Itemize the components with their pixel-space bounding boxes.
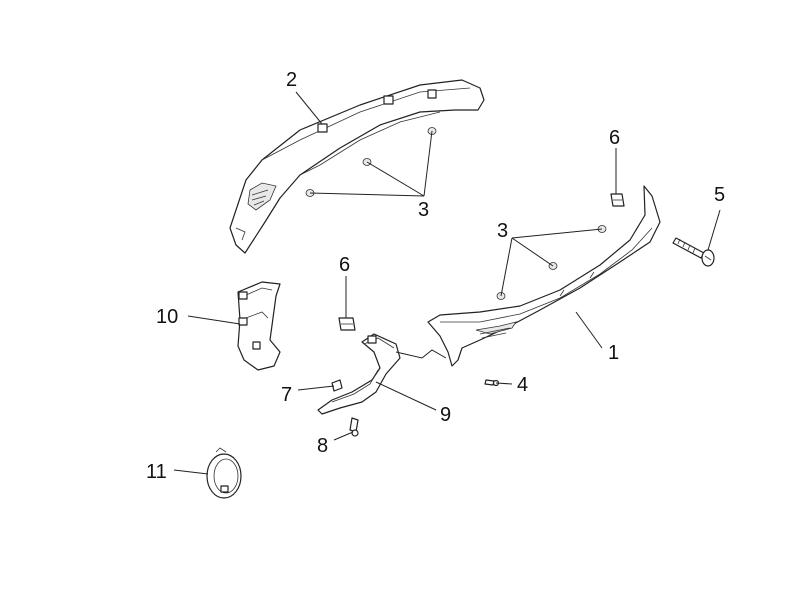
callout-9: 9 xyxy=(440,404,451,426)
part-7-clip xyxy=(331,379,343,392)
leader-lines xyxy=(173,91,721,475)
callout-6-center: 6 xyxy=(339,254,350,276)
part-3-right-nuts xyxy=(496,225,607,300)
callout-5: 5 xyxy=(714,184,725,206)
part-6-center-clip xyxy=(338,317,356,331)
callout-11: 11 xyxy=(146,461,167,483)
callout-6-right: 6 xyxy=(609,127,620,149)
part-4-small-screw xyxy=(484,379,500,387)
part-5-screw xyxy=(672,237,715,267)
callout-3-upper: 3 xyxy=(418,199,429,221)
part-8-screw xyxy=(349,417,359,437)
callout-7: 7 xyxy=(281,384,292,406)
part-10-bracket-cover xyxy=(237,281,281,371)
callout-labels: 2 3 6 5 3 6 10 1 4 7 9 8 11 xyxy=(146,69,725,483)
part-9-trim-piece xyxy=(317,333,447,415)
callout-1: 1 xyxy=(608,342,619,364)
part-11-round-cap xyxy=(206,447,242,499)
callout-3-right: 3 xyxy=(497,220,508,242)
callout-2: 2 xyxy=(286,69,297,91)
callout-4: 4 xyxy=(517,374,528,396)
part-1-side-panel xyxy=(427,185,661,367)
part-2-upper-panel xyxy=(229,79,485,254)
part-6-right-clip xyxy=(610,193,625,207)
callout-10: 10 xyxy=(156,306,178,328)
callout-8: 8 xyxy=(317,435,328,457)
